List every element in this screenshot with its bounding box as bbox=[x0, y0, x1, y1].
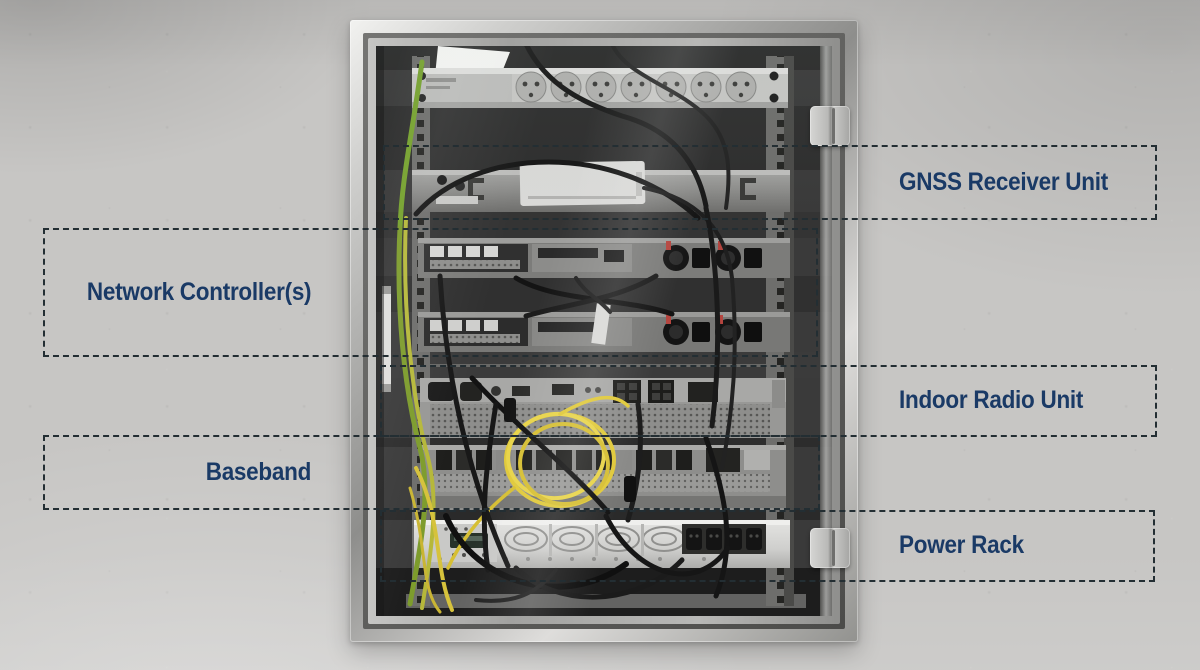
callout-network-controllers: Network Controller(s) bbox=[43, 228, 818, 357]
door-glass-edge bbox=[820, 46, 832, 616]
door-hinge-bottom bbox=[810, 528, 850, 568]
callout-label-baseband: Baseband bbox=[205, 457, 312, 486]
yellow-fiber-coil bbox=[446, 395, 630, 570]
cabinet-window bbox=[350, 20, 858, 642]
rack-interior bbox=[376, 46, 832, 616]
callout-gnss-receiver-unit: GNSS Receiver Unit bbox=[383, 145, 1157, 220]
callout-power-rack: Power Rack bbox=[380, 510, 1155, 582]
power-strip-with-sockets bbox=[412, 68, 788, 108]
network-controller-server-2 bbox=[418, 303, 790, 352]
callout-label-indoor-radio-unit: Indoor Radio Unit bbox=[899, 385, 1084, 414]
grounding-cables bbox=[396, 59, 454, 614]
callout-baseband: Baseband bbox=[43, 435, 820, 510]
callout-label-gnss: GNSS Receiver Unit bbox=[899, 167, 1108, 196]
callout-label-network-controllers: Network Controller(s) bbox=[86, 277, 312, 306]
callout-label-power-rack: Power Rack bbox=[899, 530, 1024, 559]
callout-indoor-radio-unit: Indoor Radio Unit bbox=[380, 365, 1157, 437]
door-hinge-top bbox=[810, 106, 850, 146]
